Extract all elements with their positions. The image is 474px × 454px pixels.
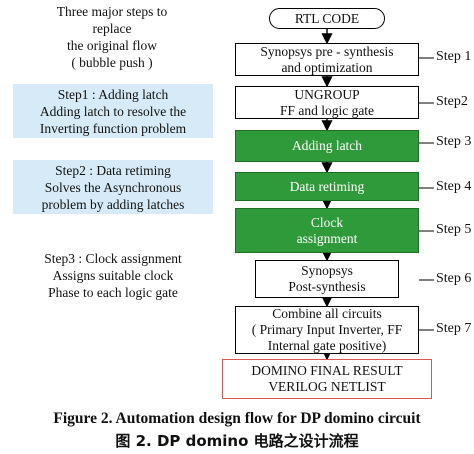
- step7-box-line-1: Combine all circuits: [272, 306, 382, 321]
- step3-note-line-1: Assigns suitable clock: [52, 268, 174, 283]
- rtl-code-box: RTL CODE: [269, 8, 385, 29]
- step2-box-line-2: FF and logic gate: [279, 102, 375, 118]
- step7-box: Combine all circuits ( Primary Input Inv…: [235, 306, 419, 354]
- step6-box-line-1: Synopsys: [301, 263, 353, 278]
- step2-box: UNGROUP FF and logic gate: [235, 86, 419, 119]
- step3-note-line-2: Phase to each logic gate: [48, 285, 178, 300]
- step-label-4: Step 4: [436, 179, 472, 194]
- intro-line-3: the original flow: [67, 38, 157, 53]
- step4-box: Data retiming: [235, 172, 419, 201]
- final-result-line-1: DOMINO FINAL RESULT: [251, 363, 403, 378]
- step2-box-line-1: UNGROUP: [294, 86, 360, 102]
- rtl-code-label: RTL CODE: [294, 10, 360, 26]
- step-label-5: Step 5: [436, 222, 472, 237]
- step-label-3: Step 3: [436, 134, 472, 149]
- step1-box-line-2: and optimization: [281, 59, 373, 75]
- step1-note-title: Step1 : Adding latch: [57, 87, 169, 102]
- step2-note: Step2 : Data retiming Solves the Asynchr…: [13, 160, 213, 214]
- final-result-line-2: VERILOG NETLIST: [268, 379, 386, 394]
- step3-note-title: Step3 : Clock assignment: [44, 251, 182, 266]
- step-label-2: Step2: [436, 94, 468, 109]
- figure-caption-zh: 图 2. DP domino 电路之设计流程: [115, 432, 359, 450]
- step4-box-label: Data retiming: [289, 178, 365, 194]
- intro-line-2: replace: [92, 21, 132, 36]
- step3-box: Adding latch: [235, 130, 419, 162]
- step1-box-line-1: Synopsys pre - synthesis: [260, 43, 394, 59]
- step1-note-line-1: Adding latch to resolve the: [39, 104, 187, 119]
- step2-note-title: Step2 : Data retiming: [55, 163, 171, 178]
- step7-box-line-3: Internal gate positive): [267, 338, 387, 353]
- step-label-7: Step 7: [436, 321, 472, 336]
- step-label-1: Step 1: [436, 49, 472, 64]
- step1-note: Step1 : Adding latch Adding latch to res…: [13, 84, 213, 138]
- final-result-box: DOMINO FINAL RESULT VERILOG NETLIST: [222, 359, 432, 399]
- step2-note-line-1: Solves the Asynchronous: [44, 180, 182, 195]
- step5-box-line-2: assignment: [296, 230, 358, 246]
- step7-box-line-2: ( Primary Input Inverter, FF: [251, 322, 403, 337]
- step3-box-label: Adding latch: [291, 138, 363, 153]
- step5-box: Clock assignment: [235, 208, 419, 253]
- step2-note-line-2: problem by adding latches: [41, 197, 185, 212]
- step6-box: Synopsys Post-synthesis: [255, 260, 399, 298]
- intro-line-4: ( bubble push ): [71, 55, 153, 70]
- step-label-6: Step 6: [436, 271, 472, 286]
- step1-box: Synopsys pre - synthesis and optimizatio…: [235, 43, 419, 76]
- step1-note-line-2: Inverting function problem: [39, 121, 187, 136]
- intro-line-1: Three major steps to: [56, 4, 168, 19]
- intro-note: Three major steps to replace the origina…: [14, 3, 210, 75]
- step5-box-line-1: Clock: [310, 214, 344, 230]
- figure-caption-en: Figure 2. Automation design flow for DP …: [53, 410, 421, 427]
- step3-note: Step3 : Clock assignment Assigns suitabl…: [13, 248, 213, 302]
- step6-box-line-2: Post-synthesis: [288, 279, 366, 294]
